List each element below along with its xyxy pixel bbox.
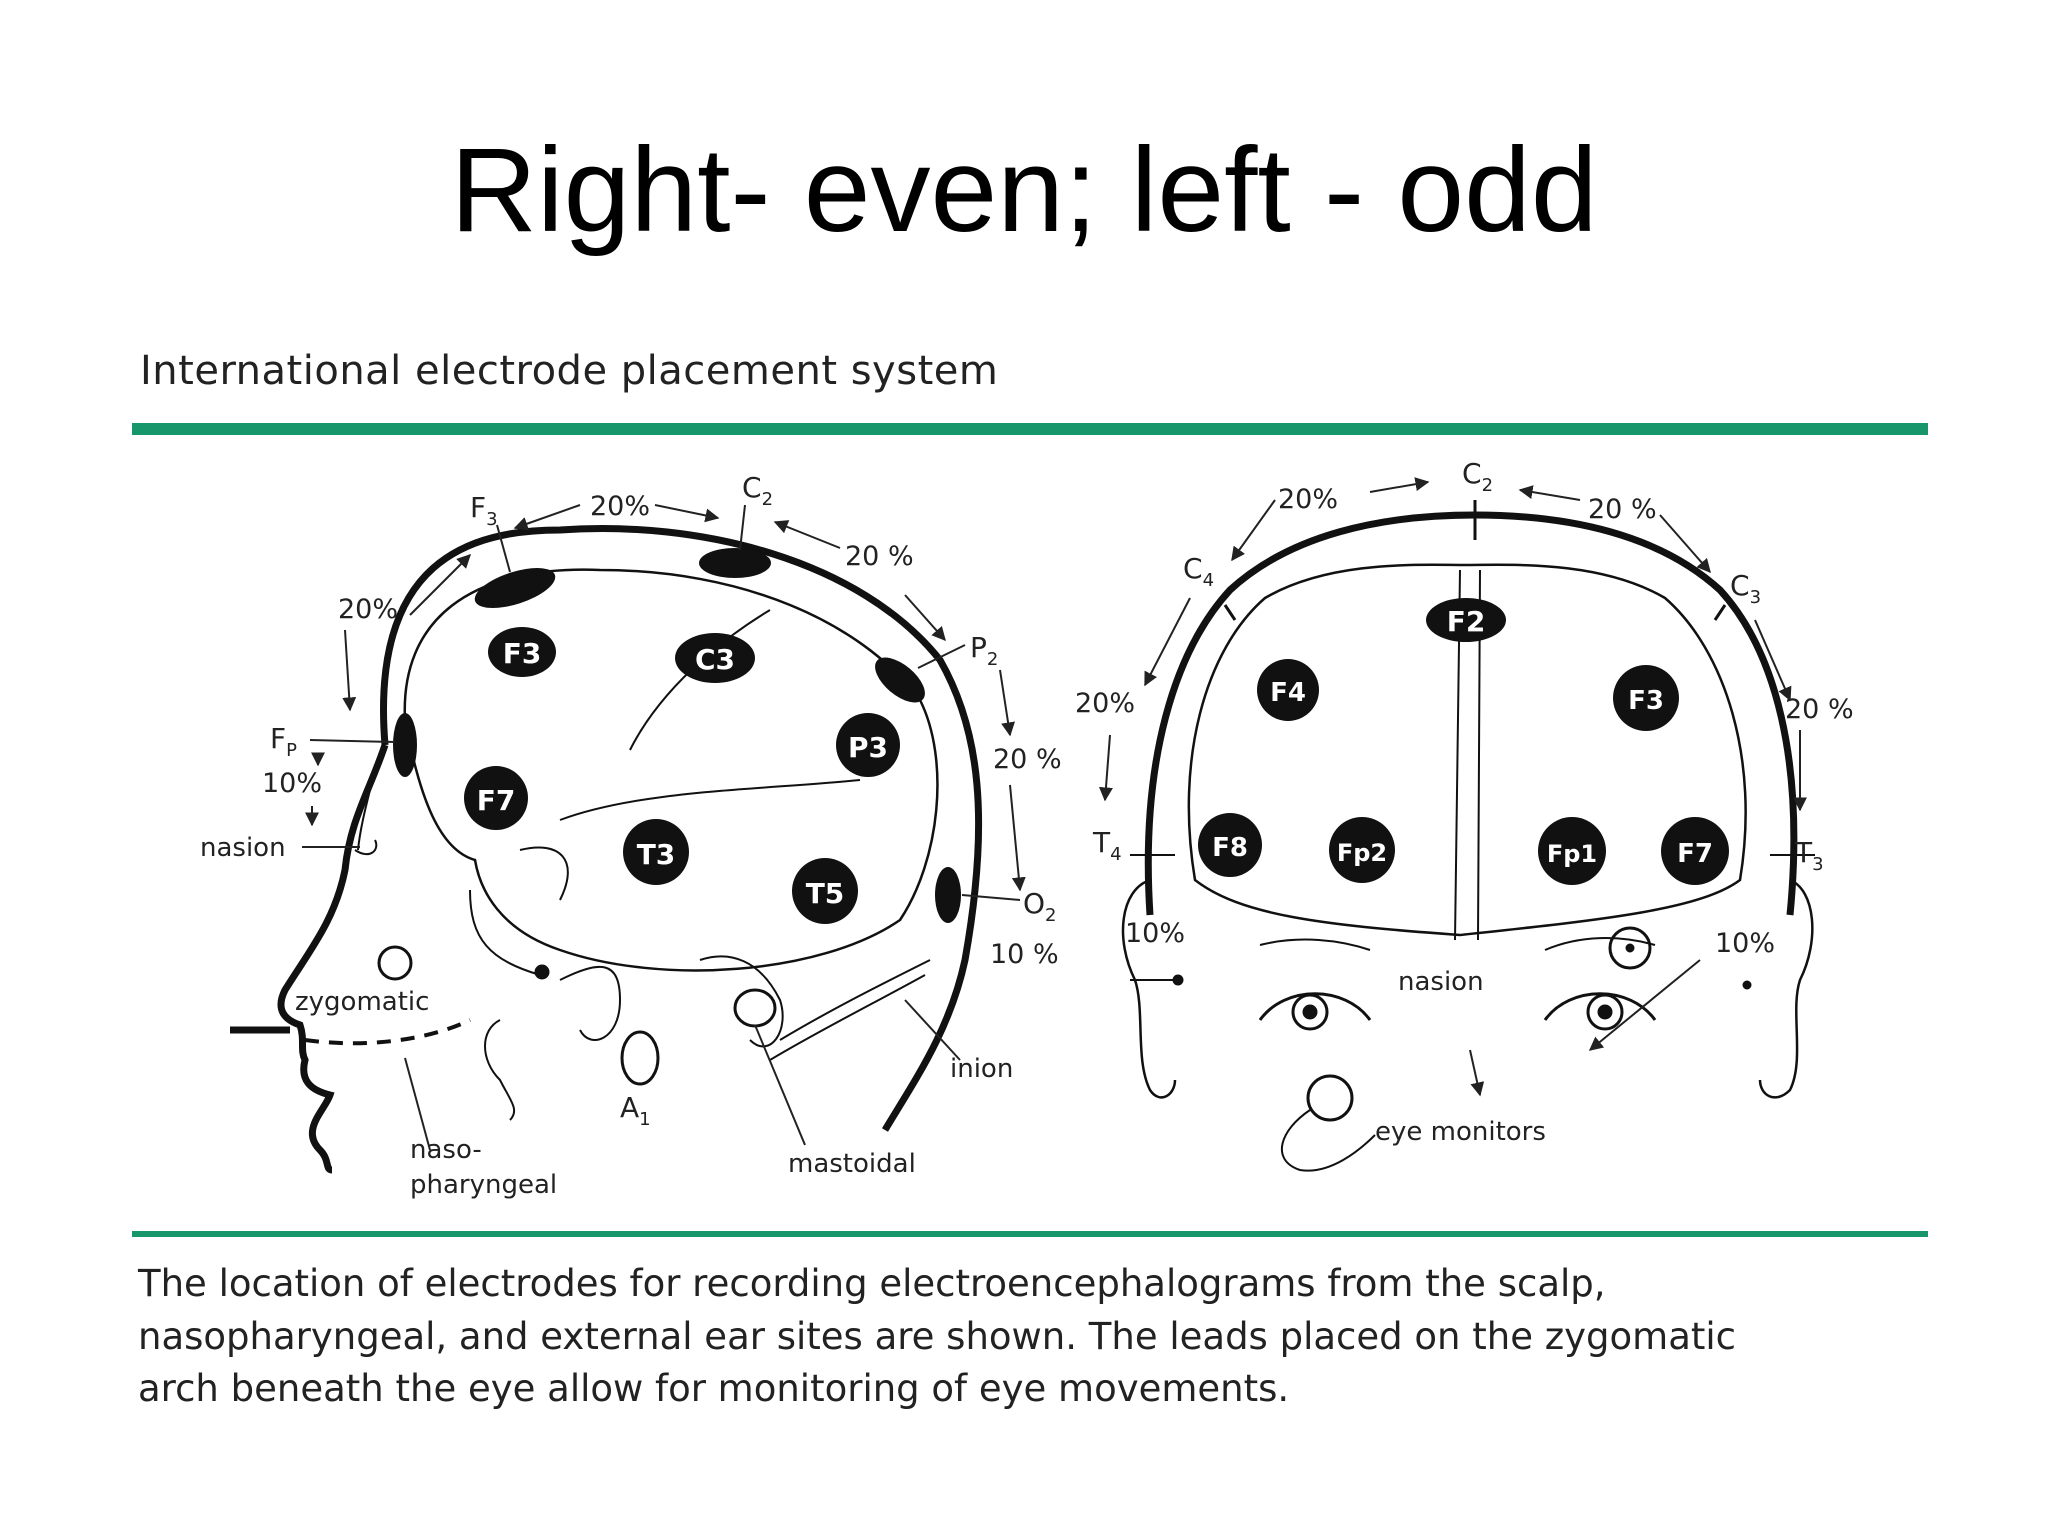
front-label-t3: T3 — [1794, 836, 1824, 875]
front-label-eye-monitors: eye monitors — [1375, 1117, 1546, 1147]
front-electrode-f2: F2 — [1426, 598, 1506, 642]
side-view-head — [230, 525, 983, 1174]
front-electrode-f4: F4 — [1257, 659, 1319, 721]
front-pct-tl: 20% — [1278, 484, 1338, 515]
svg-text:F7: F7 — [1677, 839, 1713, 869]
svg-text:P3: P3 — [848, 731, 888, 764]
side-electrode-t3: T3 — [623, 819, 689, 885]
side-midline-electrodes — [393, 548, 961, 923]
svg-text:T3: T3 — [637, 838, 676, 871]
side-electrode-p3: P3 — [836, 713, 900, 777]
svg-text:F7: F7 — [477, 784, 516, 817]
side-pct-10-front: 10% — [262, 768, 322, 799]
front-label-cz: C2 — [1462, 457, 1493, 496]
front-electrode-f3: F3 — [1613, 665, 1679, 731]
side-pct-back: 20 % — [993, 744, 1062, 775]
front-label-t4: T4 — [1092, 826, 1122, 865]
front-pct-r: 20 % — [1785, 694, 1854, 725]
side-label-mastoidal: mastoidal — [788, 1149, 916, 1179]
svg-text:F3: F3 — [1628, 686, 1664, 716]
front-pct-l: 20% — [1075, 688, 1135, 719]
side-label-a1: A1 — [620, 1091, 651, 1130]
top-divider — [132, 423, 1928, 435]
front-electrode-f8: F8 — [1198, 813, 1262, 877]
side-label-pz: P2 — [970, 631, 998, 670]
front-label-c4: C4 — [1183, 552, 1214, 591]
front-view-head — [1121, 500, 1815, 1172]
side-pct-10-back: 10 % — [990, 939, 1059, 970]
caption-line-1: The location of electrodes for recording… — [138, 1262, 1606, 1305]
side-pct-c: 20 % — [845, 541, 914, 572]
side-label-inion: inion — [950, 1054, 1013, 1084]
caption-line-3: arch beneath the eye allow for monitorin… — [138, 1367, 1290, 1410]
front-label-nasion: nasion — [1398, 967, 1484, 997]
front-label-c3: C3 — [1730, 569, 1761, 608]
front-pct-10-l: 10% — [1125, 918, 1185, 949]
svg-text:Fp2: Fp2 — [1337, 839, 1387, 867]
side-electrode-f7: F7 — [464, 766, 528, 830]
side-electrode-f3: F3 — [488, 627, 556, 677]
side-label-oz: O2 — [1023, 887, 1057, 926]
front-pct-10-r: 10% — [1715, 928, 1775, 959]
side-label-fz: F3 — [470, 491, 498, 530]
svg-text:C3: C3 — [695, 643, 735, 676]
front-pct-tr: 20 % — [1588, 494, 1657, 525]
front-electrode-f7: F7 — [1661, 817, 1729, 885]
svg-text:F8: F8 — [1212, 833, 1248, 863]
side-electrode-t5: T5 — [792, 858, 858, 924]
side-label-naso2: pharyngeal — [410, 1170, 557, 1200]
svg-text:Fp1: Fp1 — [1547, 840, 1597, 868]
svg-text:F4: F4 — [1270, 678, 1306, 708]
side-label-zygomatic: zygomatic — [295, 987, 429, 1017]
side-pct-front: 20% — [338, 594, 398, 625]
svg-text:F3: F3 — [503, 637, 542, 670]
side-label-naso1: naso- — [410, 1135, 482, 1165]
slide-title: Right- even; left - odd — [450, 123, 1598, 257]
side-label-fp: FP — [270, 722, 297, 761]
side-electrode-c3: C3 — [675, 633, 755, 683]
side-label-cz: C2 — [742, 471, 773, 510]
figure-heading: International electrode placement system — [140, 348, 999, 394]
caption-line-2: nasopharyngeal, and external ear sites a… — [138, 1315, 1737, 1358]
svg-text:F2: F2 — [1447, 605, 1486, 638]
svg-text:T5: T5 — [806, 877, 845, 910]
bottom-divider — [132, 1231, 1928, 1237]
front-electrode-fp1: Fp1 — [1538, 817, 1606, 885]
side-label-nasion: nasion — [200, 833, 286, 863]
side-pct-top: 20% — [590, 491, 650, 522]
front-electrode-fp2: Fp2 — [1329, 817, 1395, 883]
